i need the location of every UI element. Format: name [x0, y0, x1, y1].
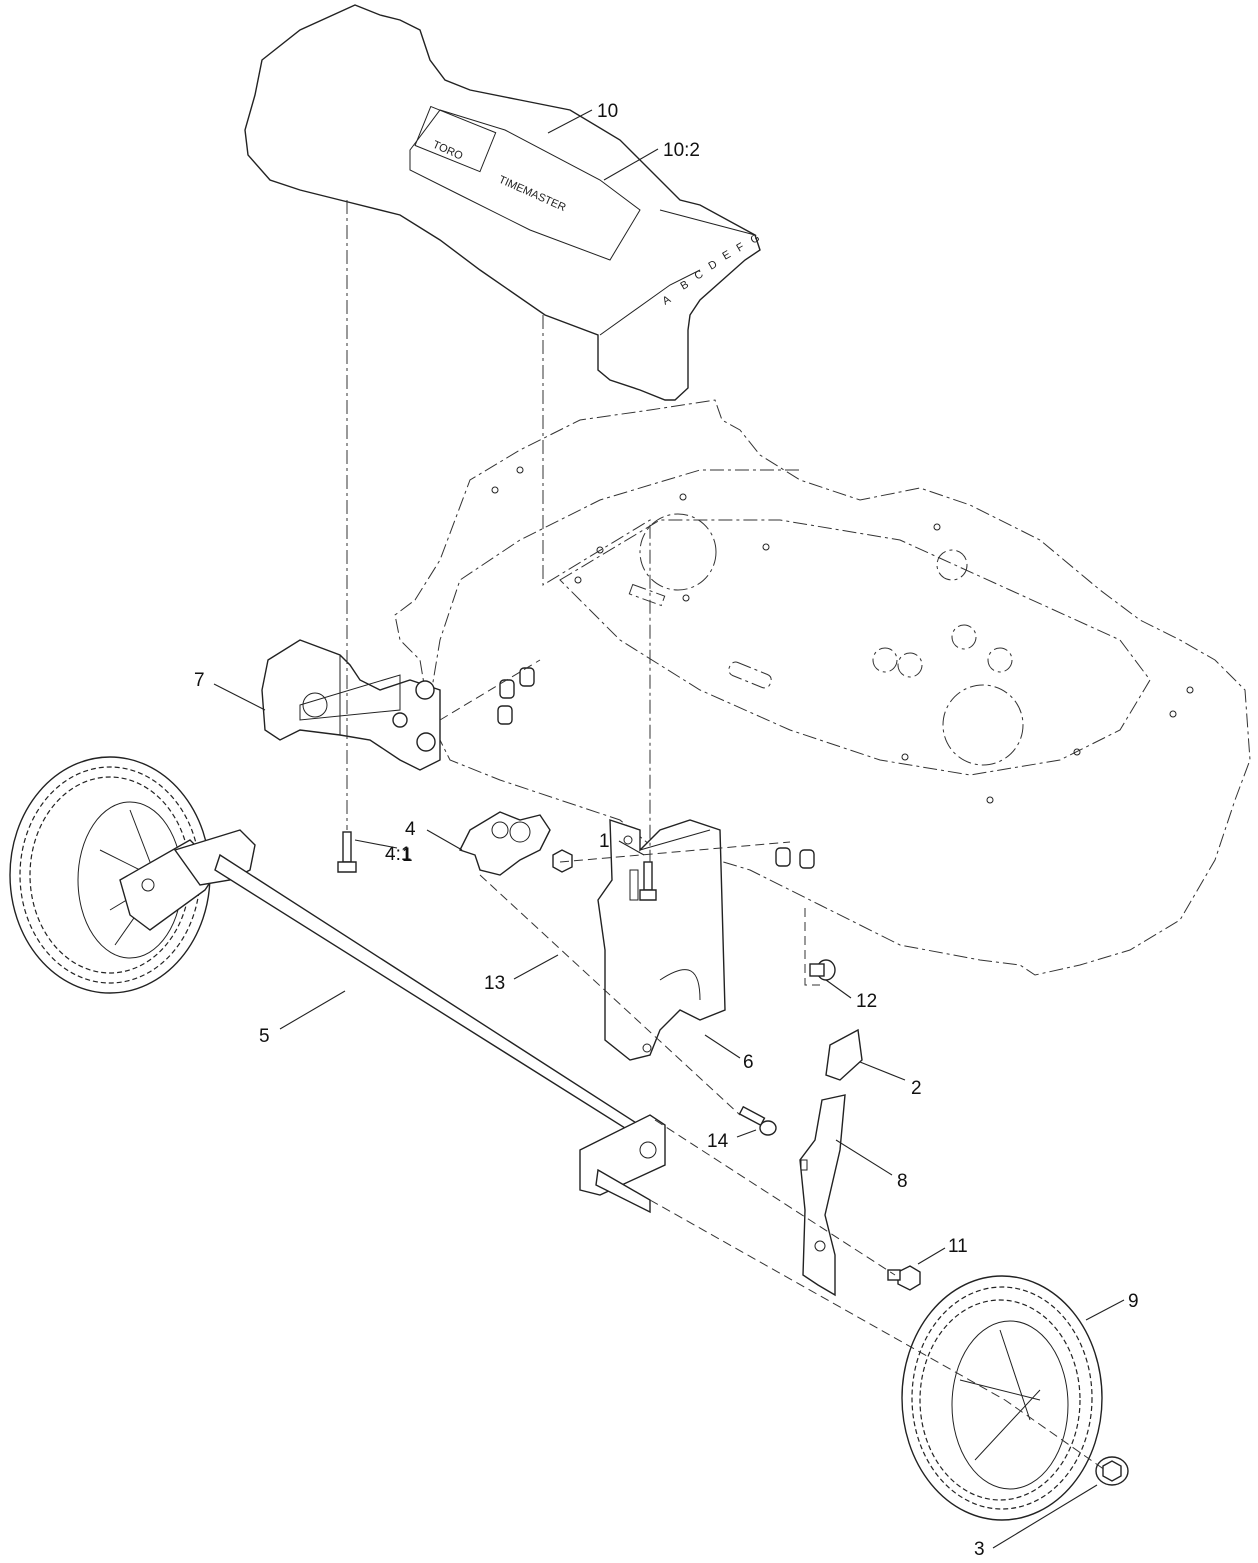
callout-14: 14 [707, 1131, 729, 1152]
height-adjust-lever [799, 1094, 846, 1297]
callout-4: 4 [405, 819, 416, 840]
wheel-right [901, 1275, 1103, 1521]
callout-4-1: 4:1 [385, 844, 411, 865]
callout-9: 9 [1128, 1291, 1139, 1312]
callout-7: 7 [194, 670, 205, 691]
callout-leaders [213, 109, 1125, 1549]
callout-12: 12 [856, 991, 877, 1012]
pivot-bracket-left [261, 639, 441, 771]
callout-labels: 10 10:2 7 1 1 4 4:1 13 12 5 6 2 14 8 11 … [194, 101, 1139, 1560]
callout-13: 13 [484, 973, 505, 994]
height-adjuster [459, 811, 551, 876]
bolt-left [337, 831, 357, 873]
hex-bolt [887, 1265, 921, 1291]
bolt-right [639, 861, 657, 901]
flange-nut [1095, 1456, 1129, 1486]
callout-10: 10 [597, 101, 618, 122]
callout-11: 11 [948, 1236, 968, 1257]
callout-6: 6 [743, 1052, 754, 1073]
callout-5: 5 [259, 1026, 270, 1047]
callout-3: 3 [974, 1539, 985, 1560]
height-adjust-cover [244, 4, 761, 401]
adjust-screw [738, 1105, 777, 1136]
callout-8: 8 [897, 1171, 908, 1192]
height-adjust-plate [597, 819, 726, 1061]
rear-axle [214, 853, 656, 1147]
assembly-lines [346, 200, 1106, 1471]
axle-pivot-right [579, 1114, 666, 1214]
mower-deck [394, 399, 1251, 976]
callout-10-2: 10:2 [663, 140, 700, 161]
lever-grip [825, 1028, 863, 1081]
shoulder-bolt [809, 959, 836, 981]
callout-1-right: 1 [599, 831, 610, 852]
callout-1-left: 1 [402, 845, 413, 866]
locknut [552, 849, 573, 873]
callout-2: 2 [911, 1078, 922, 1099]
